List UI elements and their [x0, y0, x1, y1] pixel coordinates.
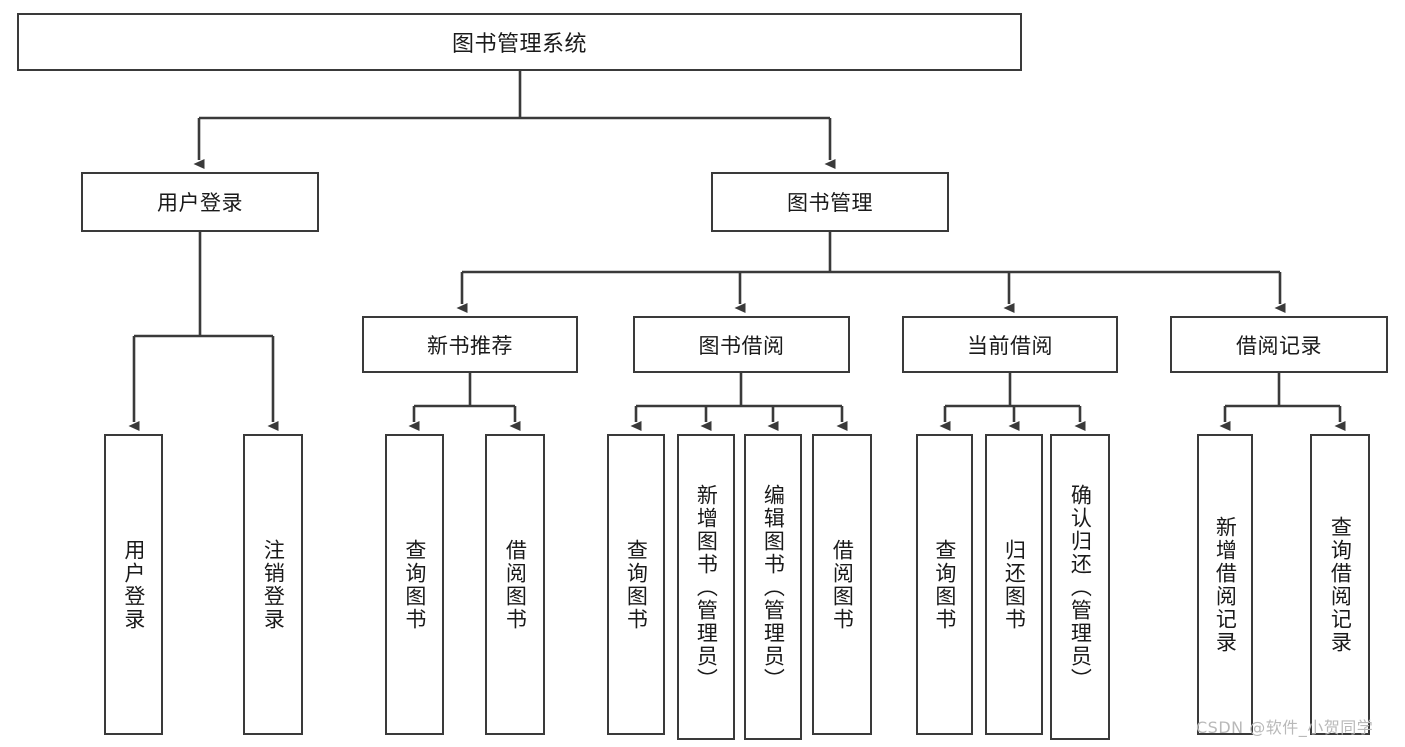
node-level3-current-borrowing[interactable]: 当前借阅	[902, 316, 1118, 373]
node-leaf-edit-book-admin[interactable]: 编辑图书（管理员）	[744, 434, 802, 740]
csdn-watermark: CSDN @软件_小贺同学	[1196, 718, 1374, 737]
node-level3-book-borrowing[interactable]: 图书借阅	[633, 316, 850, 373]
node-leaf-borrow-books-recommend[interactable]: 借阅图书	[485, 434, 545, 735]
node-leaf-confirm-return-admin[interactable]: 确认归还（管理员）	[1050, 434, 1110, 740]
node-leaf-return-books[interactable]: 归还图书	[985, 434, 1043, 735]
node-leaf-query-borrow-record[interactable]: 查询借阅记录	[1310, 434, 1370, 735]
node-leaf-user-login[interactable]: 用户登录	[104, 434, 163, 735]
node-leaf-borrow-books[interactable]: 借阅图书	[812, 434, 872, 735]
node-leaf-logout[interactable]: 注销登录	[243, 434, 303, 735]
node-leaf-query-books-current[interactable]: 查询图书	[916, 434, 973, 735]
node-leaf-query-books-recommend[interactable]: 查询图书	[385, 434, 444, 735]
node-level3-borrow-records[interactable]: 借阅记录	[1170, 316, 1388, 373]
node-root[interactable]: 图书管理系统	[17, 13, 1022, 71]
node-leaf-add-book-admin[interactable]: 新增图书（管理员）	[677, 434, 735, 740]
node-leaf-add-borrow-record[interactable]: 新增借阅记录	[1197, 434, 1253, 735]
node-level2-user-login[interactable]: 用户登录	[81, 172, 319, 232]
node-level3-new-book-recommendation[interactable]: 新书推荐	[362, 316, 578, 373]
node-level2-book-management[interactable]: 图书管理	[711, 172, 949, 232]
node-leaf-query-books-borrowing[interactable]: 查询图书	[607, 434, 665, 735]
